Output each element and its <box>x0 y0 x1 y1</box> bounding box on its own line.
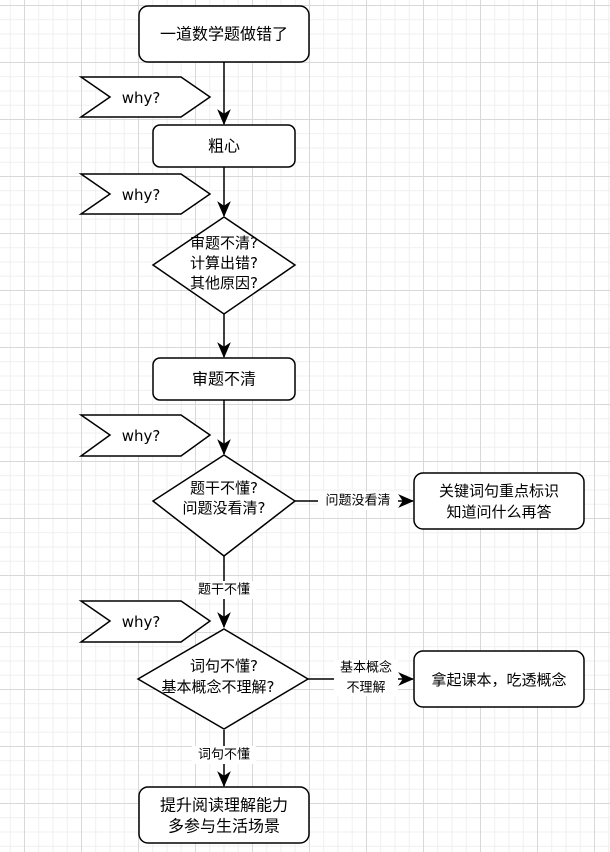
decision-cause-line: 计算出错? <box>190 254 258 272</box>
node-reading: 提升阅读理解能力 多参与生活场景 <box>138 786 310 844</box>
node-mark-keywords: 关键词句重点标识 知道问什么再答 <box>413 472 585 530</box>
why-tag-label: why? <box>122 427 161 445</box>
svg-text:基本概念: 基本概念 <box>340 660 392 676</box>
node-reading-line: 多参与生活场景 <box>168 817 280 836</box>
decision-concept-line: 词句不懂? <box>190 657 258 675</box>
node-start: 一道数学题做错了 <box>138 5 310 63</box>
decision-cause-line: 其他原因? <box>190 274 258 292</box>
node-mark-keywords-line: 关键词句重点标识 <box>439 482 559 500</box>
edge-label-not-read-clearly: 问题没看清 <box>318 492 398 510</box>
edge-label-concept-not-understood: 基本概念 不理解 <box>334 660 398 696</box>
node-textbook: 拿起课本，吃透概念 <box>413 650 585 708</box>
edge-label-stem-not-understood: 题干不懂 <box>192 581 256 599</box>
svg-text:问题没看清: 问题没看清 <box>325 493 390 509</box>
node-start-label: 一道数学题做错了 <box>160 25 288 44</box>
node-careless-label: 粗心 <box>208 137 240 156</box>
decision-stem-line: 问题没看清? <box>183 499 266 517</box>
why-tag: why? <box>78 600 212 643</box>
node-unclear: 审题不清 <box>152 357 296 401</box>
node-unclear-label: 审题不清 <box>192 370 256 389</box>
svg-text:词句不懂: 词句不懂 <box>198 748 250 763</box>
svg-text:题干不懂: 题干不懂 <box>198 583 250 598</box>
decision-stem-line: 题干不懂? <box>190 479 258 497</box>
node-mark-keywords-line: 知道问什么再答 <box>446 503 551 521</box>
decision-stem: 题干不懂? 问题没看清? <box>151 454 297 557</box>
decision-concept: 词句不懂? 基本概念不理解? <box>136 628 310 730</box>
decision-concept-line: 基本概念不理解? <box>162 678 275 696</box>
why-tag-label: why? <box>122 89 161 107</box>
decision-cause-line: 审题不清? <box>190 234 258 252</box>
node-careless: 粗心 <box>152 124 296 168</box>
svg-text:不理解: 不理解 <box>346 681 385 696</box>
decision-cause: 审题不清? 计算出错? 其他原因? <box>151 216 297 315</box>
why-tag-label: why? <box>122 613 161 631</box>
why-tag-label: why? <box>122 186 161 204</box>
node-textbook-label: 拿起课本，吃透概念 <box>431 671 566 689</box>
edge-label-words-not-understood: 词句不懂 <box>192 746 256 764</box>
why-tag: why? <box>78 414 212 457</box>
why-tag: why? <box>78 173 212 215</box>
why-tag: why? <box>78 76 212 118</box>
node-reading-line: 提升阅读理解能力 <box>160 796 288 815</box>
